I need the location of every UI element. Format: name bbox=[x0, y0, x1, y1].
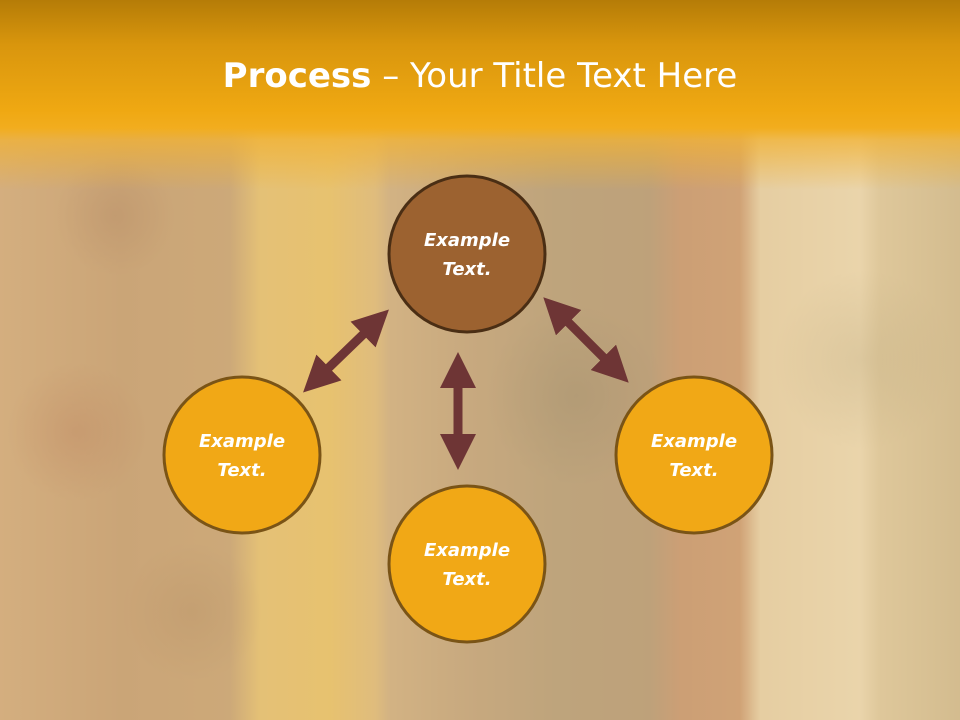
header-band bbox=[0, 0, 960, 190]
arrow-top-right[interactable] bbox=[543, 297, 629, 383]
node-right-circle bbox=[614, 375, 774, 535]
node-left[interactable]: Example Text. bbox=[162, 375, 322, 535]
node-top-label-1: Example bbox=[424, 230, 510, 251]
node-right-label-2: Text. bbox=[669, 460, 718, 481]
node-top[interactable]: Example Text. bbox=[387, 174, 547, 334]
title-separator: – bbox=[371, 56, 411, 96]
node-bottom-label-1: Example bbox=[424, 540, 510, 561]
node-left-label-1: Example bbox=[199, 431, 285, 452]
node-left-circle bbox=[162, 375, 322, 535]
arrow-top-left[interactable] bbox=[303, 309, 389, 393]
slide-title[interactable]: Process – Your Title Text Here bbox=[0, 52, 960, 100]
node-bottom-label-2: Text. bbox=[442, 569, 491, 590]
node-bottom-circle bbox=[387, 484, 547, 644]
node-right[interactable]: Example Text. bbox=[614, 375, 774, 535]
node-top-label-2: Text. bbox=[442, 259, 491, 280]
node-bottom[interactable]: Example Text. bbox=[387, 484, 547, 644]
title-text: Your Title Text Here bbox=[410, 56, 738, 96]
title-bold: Process bbox=[222, 56, 372, 96]
node-left-label-2: Text. bbox=[217, 460, 266, 481]
node-right-label-1: Example bbox=[651, 431, 737, 452]
node-top-circle bbox=[387, 174, 547, 334]
